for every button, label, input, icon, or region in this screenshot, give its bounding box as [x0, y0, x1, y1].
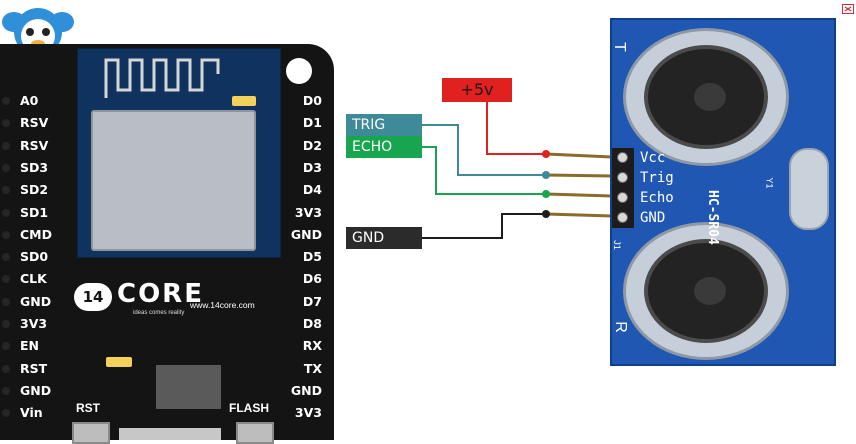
left-pin-label: 3V3: [20, 316, 48, 331]
right-pin-label: 3V3: [294, 205, 322, 220]
right-pin-label: D1: [302, 115, 322, 130]
antenna-trace-icon: [104, 58, 220, 98]
right-pin-label: D4: [302, 182, 322, 197]
pin-hole: [2, 275, 10, 283]
pin-hole: [2, 186, 10, 194]
rf-shield: [91, 110, 256, 251]
logo-badge: 14: [74, 283, 112, 311]
logo-url: www.14core.com: [190, 300, 255, 310]
trig-joint: [542, 171, 550, 179]
echo-wire: [410, 146, 546, 195]
receiver-transducer: [623, 222, 789, 360]
left-pin-label: RSV: [20, 115, 49, 130]
transmitter-label: T: [610, 42, 628, 52]
mounting-hole: [286, 58, 312, 84]
pin-hole: [2, 387, 10, 395]
left-pin-label: GND: [20, 294, 52, 309]
header-pin: [617, 192, 628, 203]
right-pin-label: D7: [302, 294, 322, 309]
power-led: [106, 357, 132, 367]
left-pin-label: CMD: [20, 227, 52, 242]
flash-label: FLASH: [229, 401, 269, 415]
trig-label: TRIG: [346, 114, 422, 136]
left-pin-label: A0: [20, 93, 39, 108]
header-pin: [617, 212, 628, 223]
pin-hole: [2, 209, 10, 217]
echo-joint: [542, 190, 550, 198]
usb-chip: [156, 365, 221, 409]
pin-hole: [2, 342, 10, 350]
pin-hole: [2, 142, 10, 150]
right-pin-label: GND: [290, 227, 322, 242]
right-pin-label: D5: [302, 249, 322, 264]
left-pin-label: CLK: [20, 271, 47, 286]
logo-tagline: ideas comes reality: [133, 310, 185, 316]
left-pin-label: SD3: [20, 160, 49, 175]
right-pin-label: 3V3: [294, 405, 322, 420]
header-pin: [617, 172, 628, 183]
header-pin: [617, 152, 628, 163]
left-pin-label: RSV: [20, 138, 49, 153]
left-pin-label: GND: [20, 383, 52, 398]
echo-label: ECHO: [346, 136, 422, 158]
small-close-icon[interactable]: [842, 1, 854, 14]
pin-hole: [2, 97, 10, 105]
left-pin-label: RST: [20, 361, 48, 376]
crystal-oscillator: [789, 148, 829, 230]
vcc-label: +5v: [442, 78, 512, 102]
header-label: J1: [611, 240, 622, 250]
gnd-joint: [542, 210, 550, 218]
left-pin-label: SD2: [20, 182, 49, 197]
sensor-pin-trig: Trig: [640, 170, 674, 186]
vcc-joint: [542, 150, 550, 158]
trig-wire: [410, 124, 546, 176]
right-pin-label: D3: [302, 160, 322, 175]
left-pin-label: Vin: [20, 405, 43, 420]
status-led: [232, 96, 256, 106]
pin-hole: [2, 253, 10, 261]
crystal-label: Y1: [764, 177, 775, 189]
pin-hole: [2, 320, 10, 328]
pin-hole: [2, 231, 10, 239]
pin-hole: [2, 164, 10, 172]
receiver-label: R: [611, 321, 629, 333]
left-pin-label: SD0: [20, 249, 49, 264]
mascot-icon: [2, 8, 74, 62]
vcc-wire: [486, 101, 546, 155]
pin-hole: [2, 298, 10, 306]
pin-header: [612, 148, 634, 228]
sensor-pin-gnd: GND: [640, 210, 666, 226]
right-pin-label: D2: [302, 138, 322, 153]
pin-hole: [2, 119, 10, 127]
right-pin-label: D6: [302, 271, 322, 286]
pin-hole: [2, 409, 10, 417]
right-pin-label: GND: [290, 383, 322, 398]
gnd-label: GND: [346, 227, 422, 249]
usb-port: [119, 428, 221, 440]
right-pin-label: D8: [302, 316, 322, 331]
rst-label: RST: [76, 401, 100, 415]
transmitter-transducer: [623, 28, 789, 166]
sensor-pin-vcc: Vcc: [640, 150, 666, 166]
sensor-pin-echo: Echo: [640, 190, 674, 206]
right-pin-label: TX: [303, 361, 322, 376]
logo-text: CORE: [117, 279, 204, 309]
pin-hole: [2, 365, 10, 373]
left-pin-label: EN: [20, 338, 40, 353]
left-pin-label: SD1: [20, 205, 49, 220]
right-pin-label: RX: [302, 338, 322, 353]
sensor-model-label: HC-SR04: [705, 190, 720, 245]
gnd-wire: [410, 213, 546, 239]
right-pin-label: D0: [302, 93, 322, 108]
